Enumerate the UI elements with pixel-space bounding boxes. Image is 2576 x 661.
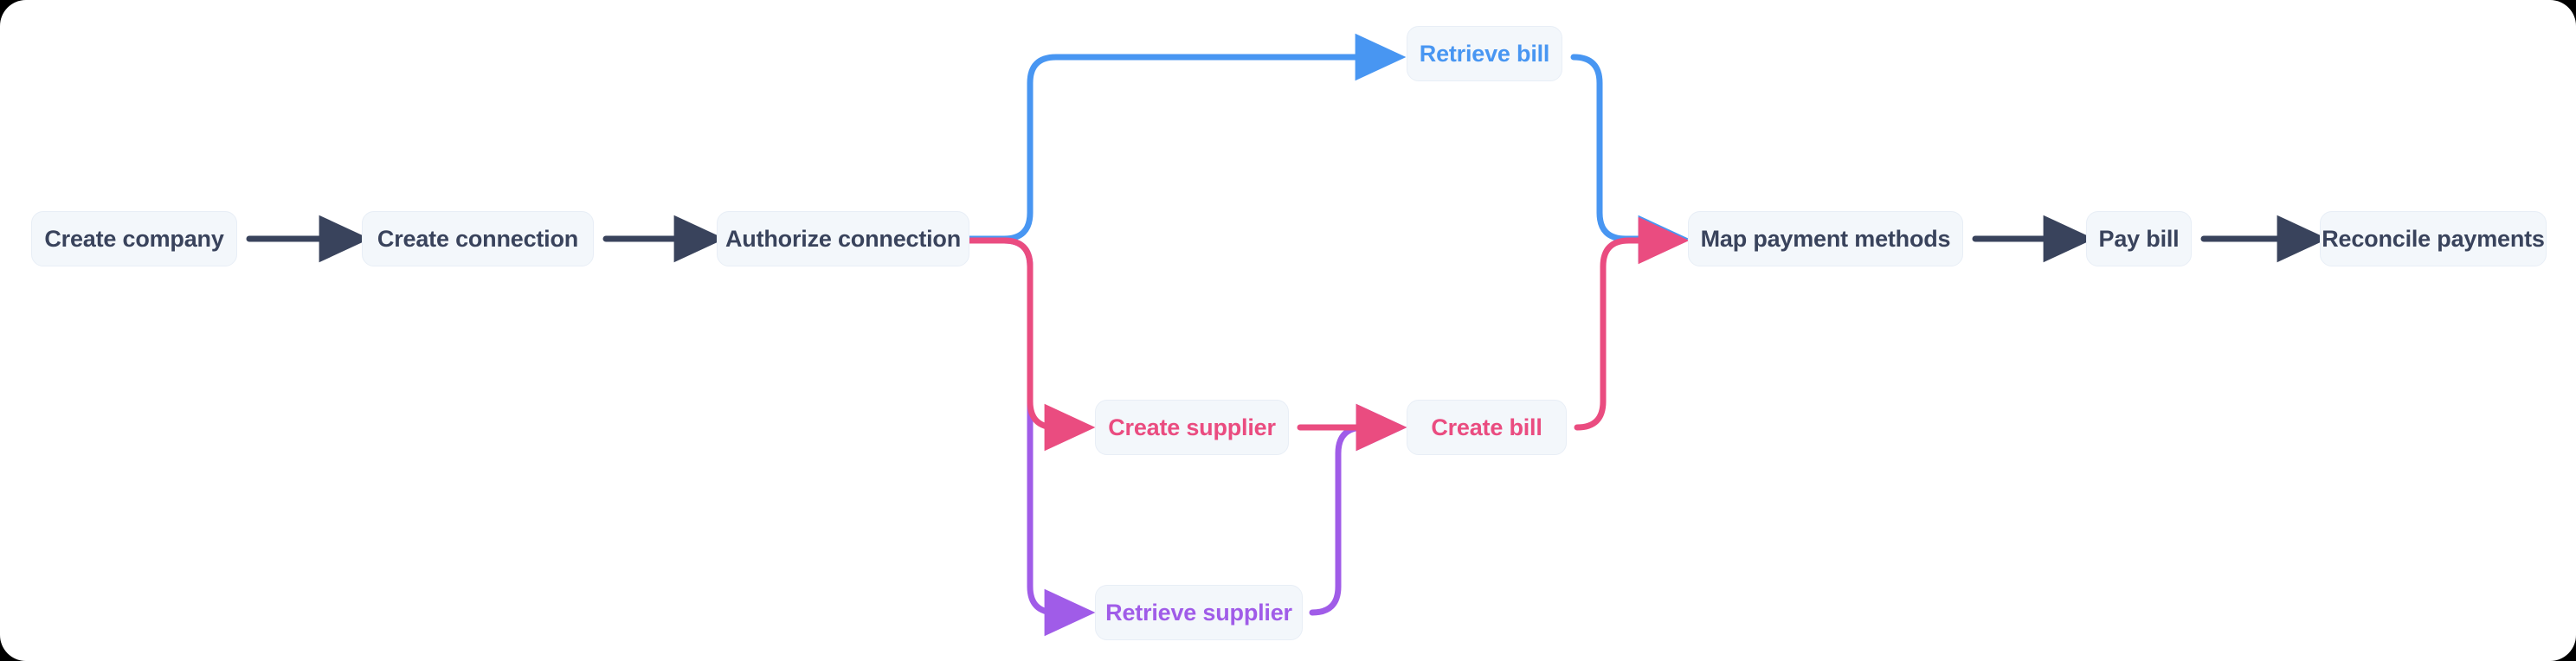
node-retrieve-supplier[interactable]: Retrieve supplier [1095, 585, 1303, 640]
node-authorize-connection[interactable]: Authorize connection [717, 211, 969, 266]
edge-retrieve-bill-to-map-payment-methods [1570, 54, 1690, 263]
node-map-payment-methods[interactable]: Map payment methods [1688, 211, 1963, 266]
node-reconcile-payments[interactable]: Reconcile payments [2320, 211, 2547, 266]
node-create-supplier[interactable]: Create supplier [1095, 400, 1289, 455]
node-label: Retrieve supplier [1105, 599, 1292, 626]
node-label: Create bill [1431, 414, 1542, 440]
node-label: Retrieve bill [1419, 40, 1550, 67]
edge-authorize-connection-to-create-supplier [966, 237, 1096, 452]
node-label: Map payment methods [1700, 225, 1951, 252]
edge-create-bill-to-map-payment-methods [1574, 216, 1690, 431]
node-create-connection[interactable]: Create connection [362, 211, 594, 266]
node-label: Create connection [377, 225, 579, 252]
node-label: Create company [44, 225, 224, 252]
node-label: Reconcile payments [2322, 225, 2545, 252]
node-label: Create supplier [1108, 414, 1276, 440]
node-create-bill[interactable]: Create bill [1407, 400, 1567, 455]
node-label: Authorize connection [725, 225, 961, 252]
edge-retrieve-supplier-to-create-bill [1309, 403, 1407, 616]
edge-authorize-connection-to-retrieve-supplier [966, 237, 1096, 637]
node-retrieve-bill[interactable]: Retrieve bill [1407, 26, 1562, 81]
node-pay-bill[interactable]: Pay bill [2086, 211, 2192, 266]
node-create-company[interactable]: Create company [31, 211, 237, 266]
edge-authorize-connection-to-retrieve-bill [966, 33, 1407, 242]
node-label: Pay bill [2098, 225, 2180, 252]
